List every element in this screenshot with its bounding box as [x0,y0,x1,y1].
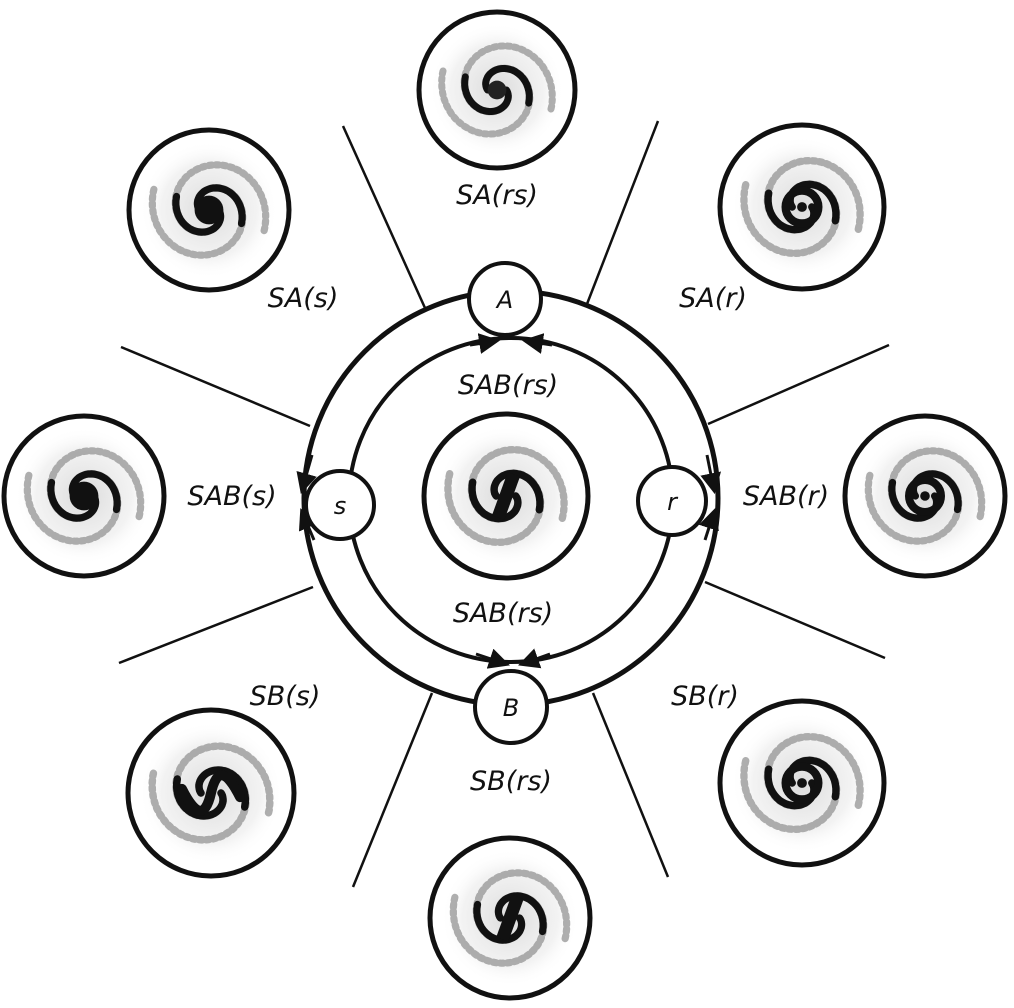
galaxy-center [421,411,591,581]
label-sa-rs-top: SA(rs) [456,180,538,211]
ring-arrows [296,333,722,669]
galaxy-bottom [427,835,593,1001]
node-A: A [467,261,543,337]
node-B: B [473,669,549,745]
galaxy-right [842,413,1008,579]
node-s-label: s [334,492,347,520]
galaxy-top-right [717,122,887,292]
label-sa-r: SA(r) [679,283,747,314]
galaxy-left [1,413,167,579]
radial-dividers [118,120,890,888]
node-r-label: r [667,488,679,516]
label-sab-rs-upper: SAB(rs) [458,370,558,401]
label-sab-rs-lower: SAB(rs) [453,598,553,629]
divider-right-lower [704,580,886,660]
galaxy-group [1,9,1008,1001]
divider-bottom-left [351,692,434,888]
divider-right-upper [707,343,890,426]
galaxy-bottom-left [125,707,297,879]
divider-left-lower [118,585,314,665]
node-A-label: A [495,286,513,314]
divider-top-right [585,120,660,305]
label-sb-rs-bottom: SB(rs) [470,766,552,797]
label-sa-s: SA(s) [268,283,339,314]
node-r: r [636,465,708,537]
label-sab-r: SAB(r) [743,481,829,512]
node-s: s [304,469,376,541]
divider-bottom-right [591,692,670,878]
divider-top-left [341,125,427,309]
galaxy-bottom-right [717,698,887,868]
divider-left-upper [120,345,311,428]
label-sab-s: SAB(s) [187,481,276,512]
label-sb-r: SB(r) [671,681,739,712]
galaxy-top-left [126,127,292,293]
galaxy-top [416,9,578,171]
label-sb-s: SB(s) [250,681,321,712]
node-B-label: B [503,694,519,722]
